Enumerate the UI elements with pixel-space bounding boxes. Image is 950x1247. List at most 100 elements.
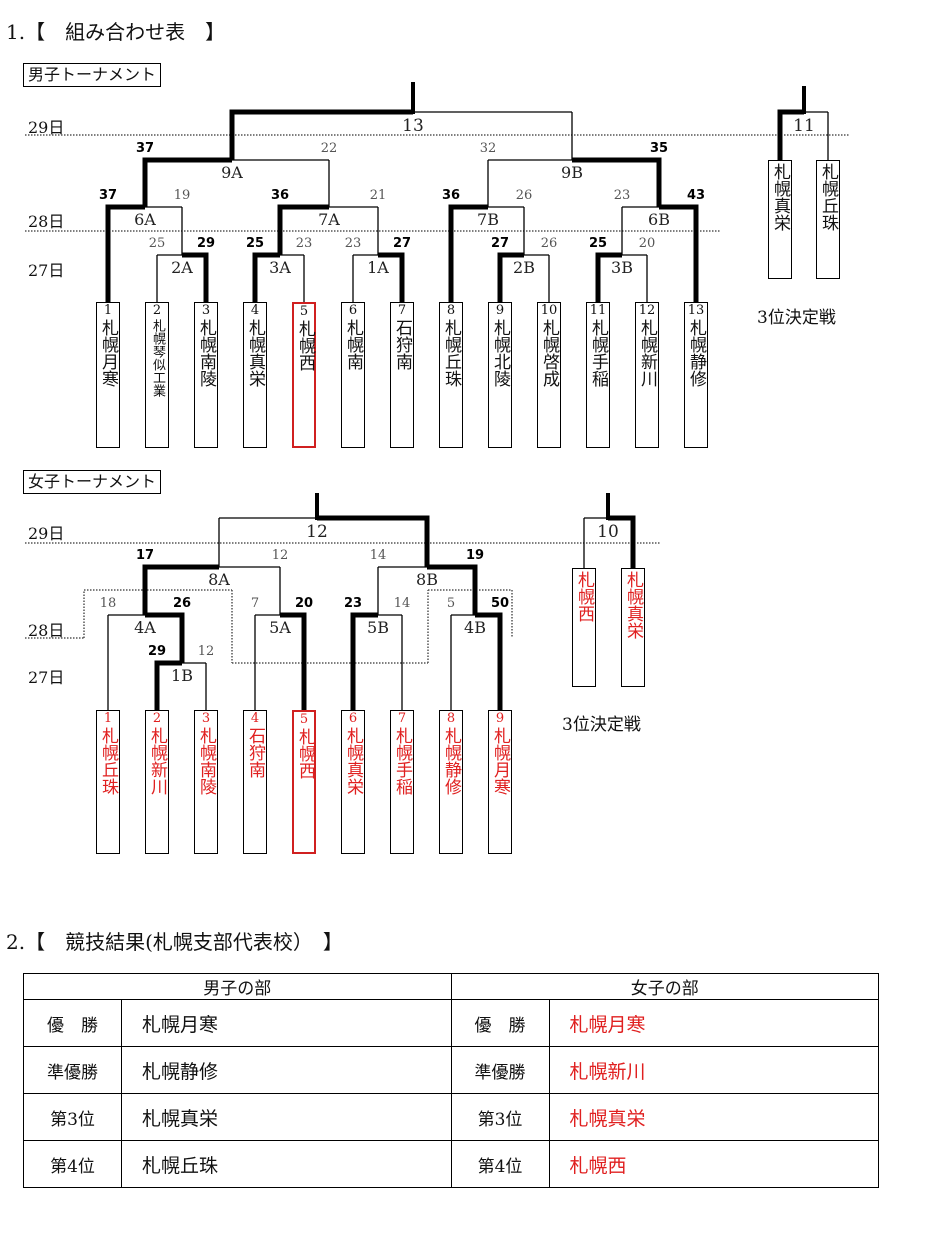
team-number: 7 <box>397 711 407 726</box>
men-school-cell: 札幌静修 <box>121 1046 452 1094</box>
men-tournament-label: 男子トーナメント <box>23 63 162 87</box>
match-3B-score-left: 25 <box>589 236 607 251</box>
team-name: 石狩南 <box>392 319 412 370</box>
match-1A-label: 1A <box>367 258 389 277</box>
match-2B-score-right: 26 <box>541 236 558 251</box>
match-6A-score-right: 19 <box>174 188 191 203</box>
match-9A-score-right: 22 <box>321 141 338 156</box>
team-number: 2 <box>152 303 162 318</box>
rank-cell: 第4位 <box>23 1140 122 1188</box>
team-number: 13 <box>687 303 705 318</box>
match-4A-label: 4A <box>134 618 156 637</box>
match-4A-score-left: 18 <box>100 596 117 611</box>
men-school-cell: 札幌月寒 <box>121 999 452 1047</box>
match-1B-score-left: 29 <box>148 644 166 659</box>
section-2-title: 2.【 競技結果(札幌支部代表校） 】 <box>6 930 343 954</box>
team-number: 8 <box>446 711 456 726</box>
team-number: 1 <box>103 711 113 726</box>
women-tournament-label: 女子トーナメント <box>23 470 162 494</box>
men-school-cell: 札幌丘珠 <box>121 1140 452 1188</box>
women-school-cell: 札幌月寒 <box>548 999 879 1047</box>
match-8B-score-right: 19 <box>466 548 484 563</box>
team-name: 札幌啓成 <box>539 319 559 387</box>
match-2B-score-left: 27 <box>491 236 509 251</box>
rank-cell: 第3位 <box>450 1093 550 1141</box>
team-name: 札幌丘珠 <box>441 319 461 387</box>
team-name: 札幌琴似工業 <box>150 319 165 397</box>
match-3B-score-right: 20 <box>639 236 656 251</box>
women-header: 女子の部 <box>450 973 879 1000</box>
team-number: 5 <box>299 304 309 319</box>
team-name: 札幌西 <box>295 728 315 779</box>
match-7A-label: 7A <box>318 210 340 229</box>
women-school-cell: 札幌真栄 <box>548 1093 879 1141</box>
match-13-label: 13 <box>402 116 424 136</box>
team-name: 札幌真栄 <box>245 319 265 387</box>
team-name: 札幌真栄 <box>623 571 643 639</box>
match-2A-score-right: 29 <box>197 236 215 251</box>
team-name: 札幌丘珠 <box>98 727 118 795</box>
team-name: 札幌静修 <box>686 319 706 387</box>
result-row: 第3位札幌真栄第3位札幌真栄 <box>23 1093 879 1141</box>
women-third-team: 札幌西 <box>572 568 596 687</box>
result-row: 優 勝札幌月寒優 勝札幌月寒 <box>23 999 879 1047</box>
match-1A-score-right: 27 <box>393 236 411 251</box>
team-number: 9 <box>495 303 505 318</box>
team-number: 4 <box>250 711 260 726</box>
men-third-team: 札幌真栄 <box>768 160 792 279</box>
women-school-cell: 札幌新川 <box>548 1046 879 1094</box>
match-11-label: 11 <box>793 116 815 136</box>
team-number: 1 <box>103 303 113 318</box>
match-5A-label: 5A <box>269 618 291 637</box>
match-12-label: 12 <box>306 522 328 542</box>
match-9A-score-left: 37 <box>136 141 154 156</box>
team-name: 札幌月寒 <box>490 727 510 795</box>
women-third-place-label: 3位決定戦 <box>562 715 641 735</box>
match-6B-label: 6B <box>648 210 670 229</box>
team-name: 札幌手稲 <box>392 727 412 795</box>
team-name: 石狩南 <box>245 727 265 778</box>
match-9B-score-left: 32 <box>480 141 497 156</box>
team-number: 5 <box>299 712 309 727</box>
match-1A-score-left: 23 <box>345 236 362 251</box>
match-10-label: 10 <box>597 522 619 542</box>
match-6B-score-left: 23 <box>614 188 631 203</box>
team-number: 4 <box>250 303 260 318</box>
match-8A-label: 8A <box>208 570 230 589</box>
match-5B-label: 5B <box>367 618 389 637</box>
section-1-title: 1.【 組み合わせ表 】 <box>6 20 226 44</box>
team-name: 札幌西 <box>295 320 315 371</box>
match-4B-score-right: 50 <box>491 596 509 611</box>
match-7A-score-right: 21 <box>370 188 387 203</box>
team-name: 札幌手稲 <box>588 319 608 387</box>
result-row: 第4位札幌丘珠第4位札幌西 <box>23 1140 879 1188</box>
team-number: 3 <box>201 303 211 318</box>
team-number: 12 <box>638 303 656 318</box>
team-number: 6 <box>348 303 358 318</box>
team-number: 11 <box>589 303 607 318</box>
women-school-cell: 札幌西 <box>548 1140 879 1188</box>
match-8A-score-right: 12 <box>272 548 289 563</box>
team-number: 8 <box>446 303 456 318</box>
team-name: 札幌丘珠 <box>818 163 838 231</box>
match-7B-label: 7B <box>477 210 499 229</box>
match-4B-label: 4B <box>464 618 486 637</box>
match-5A-score-left: 7 <box>251 596 259 611</box>
men-day-27: 27日 <box>28 261 65 280</box>
match-7A-score-left: 36 <box>271 188 289 203</box>
